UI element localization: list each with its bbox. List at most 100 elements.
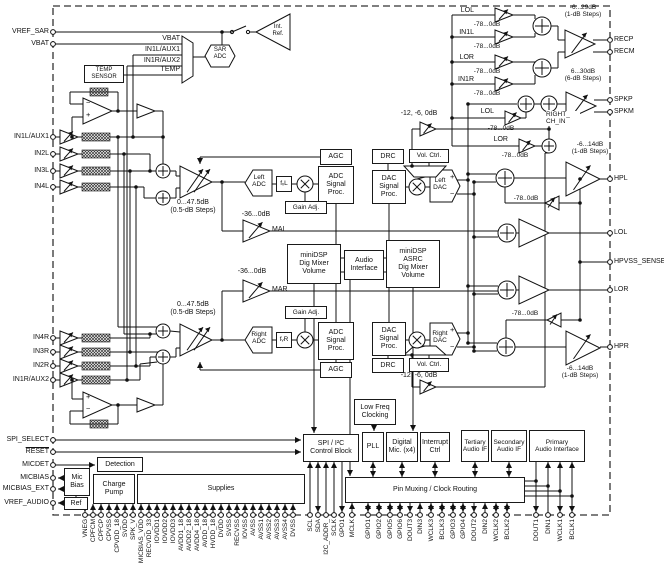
- pin-right-LOL: LOL: [614, 228, 628, 236]
- pin-bottom-CPVDD_18: CPVDD_18: [113, 519, 121, 553]
- pin-bottom-BCLK3: BCLK3: [438, 519, 446, 540]
- secondary-audio-if-block: Secondary Audio IF: [491, 430, 527, 462]
- left-dac-label: Left DAC: [433, 177, 447, 192]
- pin-left-RESET: RESET: [25, 447, 49, 455]
- dac-signal-proc-top-block: DAC Signal Proc.: [372, 170, 406, 204]
- primary-audio-if-block: Primary Audio Interface: [529, 430, 585, 462]
- right-pga-gain-label: 0...47.5dB (0.5-dB Steps): [170, 301, 216, 317]
- pin-bottom-IOVDD1: IOVDD1: [153, 519, 161, 544]
- pin-bottom-CPFCP: CPFCP: [97, 519, 105, 542]
- pin-bottom-RECVSS: RECVSS: [233, 519, 241, 546]
- pin-bottom-GPIO4: GPIO4: [459, 519, 467, 539]
- pin-left-IN2L: IN2L: [34, 149, 49, 157]
- pin-bottom-AVDD2_18: AVDD2_18: [185, 519, 193, 552]
- pin-bottom-BCLK1: BCLK1: [568, 519, 576, 540]
- pin-left-MICBIAS_EXT: MICBIAS_EXT: [2, 484, 49, 492]
- dac-signal-proc-bottom-block: DAC Signal Proc.: [372, 322, 406, 356]
- pin-left-SPI_SELECT: SPI_SELECT: [6, 435, 49, 443]
- pin-bottom-MICBIAS_VDD: MICBIAS_VDD: [137, 519, 145, 564]
- pin-bottom-RECVDD_33: RECVDD_33: [145, 519, 153, 558]
- pin-bottom-BCLK2: BCLK2: [503, 519, 511, 540]
- pin-bottom-CPFCM: CPFCM: [89, 519, 97, 543]
- pin-bottom-SDA: SDA: [314, 519, 322, 533]
- dac-atten-bottom-label: -12, -6, 0dB: [400, 372, 438, 379]
- buffer-top-plus: +: [86, 110, 91, 119]
- adc-signal-proc-right-block: ADC Signal Proc.: [318, 322, 354, 360]
- pin-bottom-SPK_V: SPK_V: [129, 519, 137, 540]
- pin-left-MICBIAS: MICBIAS: [20, 473, 49, 481]
- pin-right-HPR: HPR: [614, 342, 629, 350]
- pin-bottom-GPIO3: GPIO3: [449, 519, 457, 539]
- in1l-feed-label: IN1L: [459, 29, 474, 36]
- pin-right-HPVSS_SENSE: HPVSS_SENSE: [614, 257, 664, 265]
- pin-bottom-AVSS3: AVSS3: [273, 519, 281, 540]
- pin-bottom-DIN1: DIN1: [544, 519, 552, 534]
- gain78-label: -78...0dB: [501, 152, 529, 159]
- pin-left-VREF_AUDIO: VREF_AUDIO: [4, 498, 49, 506]
- gain-adj-right-block: Gain Adj.: [285, 306, 327, 319]
- pin-bottom-HVDD_18: HVDD_18: [209, 519, 217, 549]
- pin-left-IN2R: IN2R: [33, 361, 49, 369]
- pin-bottom-IOVDD2: IOVDD2: [161, 519, 169, 544]
- tertiary-audio-if-block: Tertiary Audio IF: [461, 430, 489, 462]
- dac-route-mux-bottom-shape: [402, 345, 448, 356]
- pin-right-HPL: HPL: [614, 174, 628, 182]
- buffer-bottom-minus: −: [86, 404, 91, 413]
- pin-bottom-GPIO1: GPIO1: [364, 519, 372, 539]
- adc-filter-left-block: fᵥL: [276, 176, 292, 192]
- mal-label: MAL: [272, 226, 287, 233]
- pin-left-IN3R: IN3R: [33, 347, 49, 355]
- pin-bottom-AVSS: AVSS: [249, 519, 257, 536]
- int-ref-label: Int. Ref.: [272, 24, 284, 37]
- pin-right-RECM: RECM: [614, 47, 635, 55]
- pin-bottom-AVDD4_18: AVDD4_18: [193, 519, 201, 552]
- spi-i2c-control-block: SPI / I²C Control Block: [303, 434, 359, 462]
- pin-right-LOR: LOR: [614, 285, 629, 293]
- buffer-top-minus: −: [86, 98, 91, 107]
- pll-block: PLL: [362, 432, 384, 462]
- pin-bottom-DIN3: DIN3: [416, 519, 424, 534]
- pin-right-SPKP: SPKP: [614, 95, 633, 103]
- pin-bottom-WCLK2: WCLK2: [492, 519, 500, 542]
- pin-bottom-DVSS: DVSS: [289, 519, 297, 537]
- sar-input-mux-shape: [181, 35, 194, 84]
- gain78-label: -78...0dB: [473, 43, 501, 50]
- sar-adc-shape: [204, 44, 236, 68]
- ref-block: Ref: [64, 497, 88, 510]
- pin-bottom-WCLK1: WCLK1: [556, 519, 564, 542]
- dac-atten-top-label: -12, -6, 0dB: [400, 110, 438, 117]
- left-adc-shape: [244, 169, 273, 197]
- supplies-block: Supplies: [137, 474, 305, 504]
- adc-filter-right-block: fᵥR: [276, 332, 292, 348]
- agc-right-block: AGC: [320, 362, 352, 378]
- sar-mux-input-in1r: IN1R/AUX2: [143, 57, 180, 64]
- mal-gain-label: -36...0dB: [241, 211, 271, 218]
- audio-interface-block: Audio Interface: [344, 250, 384, 280]
- pin-bottom-AVSS1: AVSS1: [257, 519, 265, 540]
- pin-left-MICDET: MICDET: [22, 460, 49, 468]
- pin-bottom-SCL: SCL: [306, 519, 314, 532]
- gain78-label: -78...0dB: [487, 125, 515, 132]
- pin-bottom-SCLK: SCLK: [330, 519, 338, 536]
- pin-bottom-DVDD: DVDD: [217, 519, 225, 538]
- pin-left-IN3L: IN3L: [34, 166, 49, 174]
- pin-bottom-AVDD1_18: AVDD1_18: [177, 519, 185, 552]
- gain78-hpl-fb-label: -78..0dB: [510, 195, 542, 203]
- right-ch-in-label: RIGHT_ CH_IN: [546, 111, 580, 126]
- drc-bottom-block: DRC: [372, 358, 404, 373]
- drc-top-block: DRC: [372, 149, 404, 164]
- minidsp-asrc-block: miniDSP ASRC Dig Mixer Volume: [386, 240, 440, 288]
- lol-mid-label: LOL: [480, 108, 494, 115]
- gain78-label: -78...0dB: [473, 21, 501, 28]
- sar-mux-input-temp: TEMP: [160, 66, 180, 73]
- sar-adc-label: SAR ADC: [213, 47, 227, 60]
- pin-bottom-WCLK3: WCLK3: [427, 519, 435, 542]
- lol-feed-label: LOL: [460, 7, 474, 14]
- pin-right-SPKM: SPKM: [614, 107, 634, 115]
- pin-muxing-block: Pin Muxing / Clock Routing: [345, 477, 525, 503]
- pin-left-IN4R: IN4R: [33, 333, 49, 341]
- charge-pump-block: Charge Pump: [93, 474, 135, 504]
- hpl-gain-label: -6...14dB (1-dB Steps): [571, 141, 609, 156]
